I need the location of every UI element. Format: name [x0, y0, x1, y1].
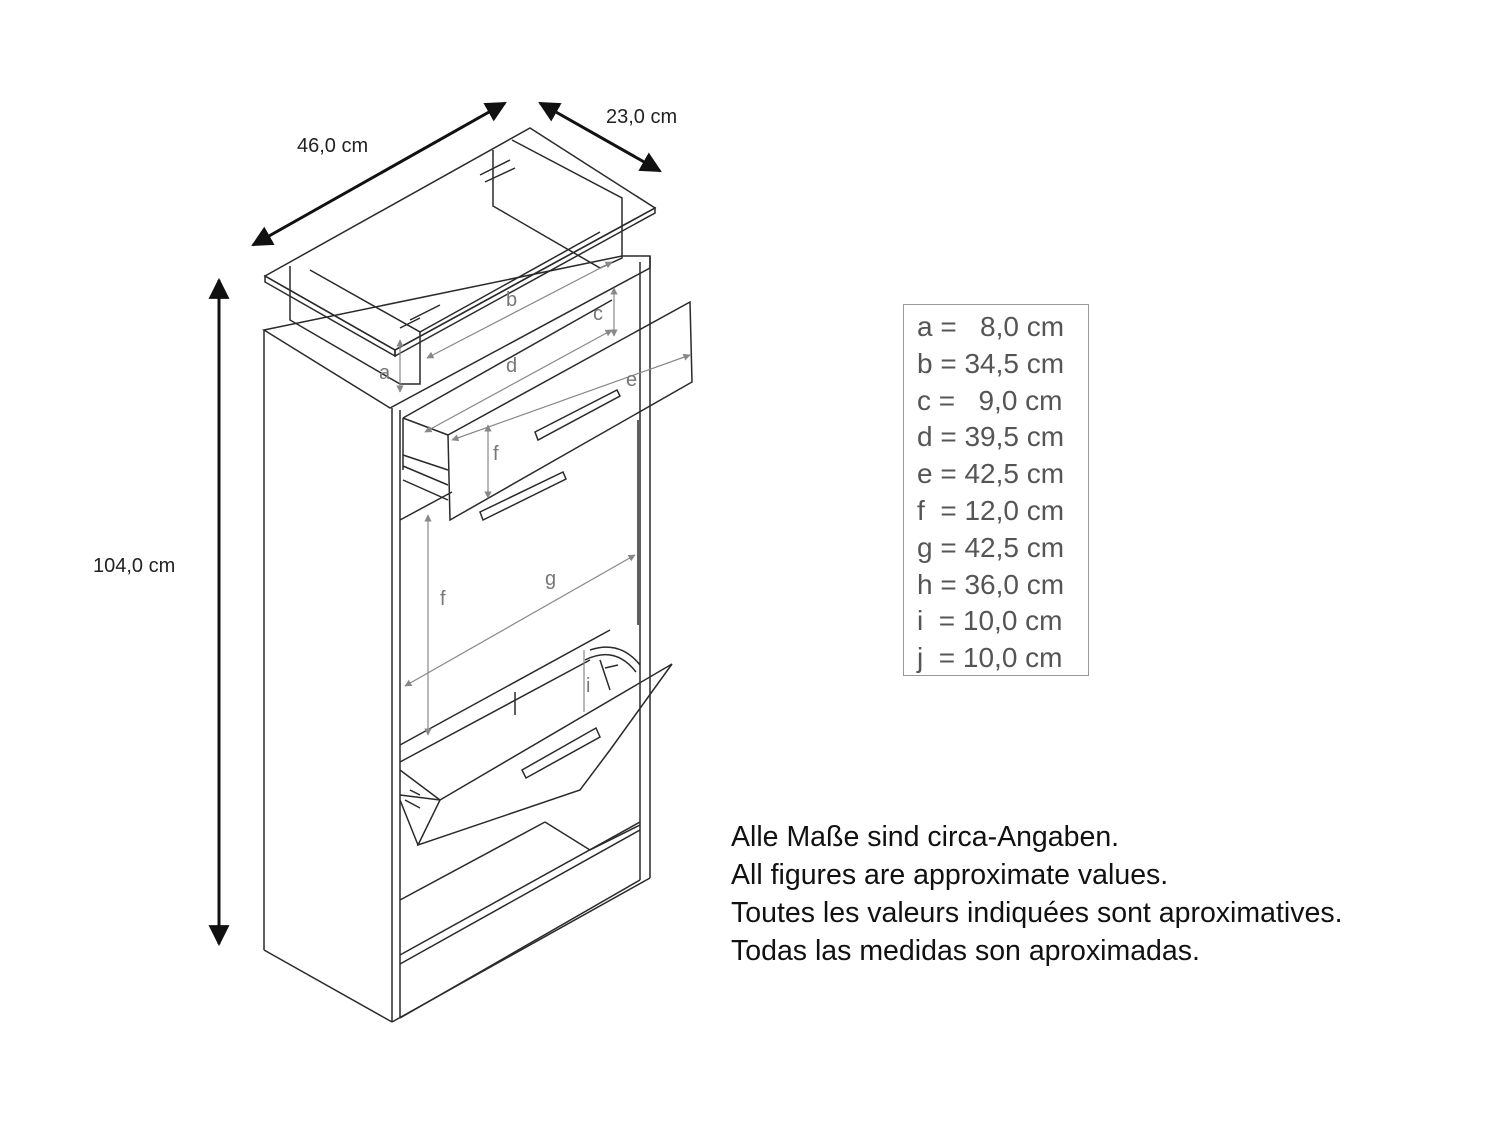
note-spanish: Todas las medidas son aproximadas.	[731, 935, 1200, 967]
note-german: Alle Maße sind circa-Angaben.	[731, 821, 1120, 853]
letter-b: b	[506, 289, 517, 311]
dimension-legend: a = 8,0 cm b = 34,5 cm c = 9,0 cm d = 39…	[903, 304, 1089, 676]
letter-f-lower: f	[440, 588, 446, 610]
legend-row-j: j = 10,0 cm	[917, 642, 1063, 674]
note-french: Toutes les valeurs indiquées sont aproxi…	[731, 897, 1343, 929]
legend-row-h: h = 36,0 cm	[917, 568, 1065, 600]
approximation-notes: Alle Maße sind circa-Angaben. All figure…	[731, 818, 1342, 970]
letter-f-upper: f	[493, 443, 499, 465]
legend-row-d: d = 39,5 cm	[917, 421, 1065, 453]
letter-e: e	[626, 369, 637, 391]
note-english: All figures are approximate values.	[731, 859, 1169, 891]
drawing-letters: a b c d e f f g i	[379, 289, 637, 697]
letter-c: c	[593, 303, 603, 325]
legend-row-b: b = 34,5 cm	[917, 347, 1065, 379]
legend-row-g: g = 42,5 cm	[917, 531, 1065, 563]
width-arrow	[251, 101, 507, 247]
letter-a: a	[379, 362, 391, 384]
inner-dimension-lines	[396, 261, 691, 736]
letter-d: d	[506, 355, 517, 377]
legend-row-e: e = 42,5 cm	[917, 458, 1065, 490]
height-label: 104,0 cm	[93, 555, 176, 577]
legend-row-c: c = 9,0 cm	[917, 384, 1063, 416]
depth-label: 23,0 cm	[606, 106, 678, 128]
letter-i: i	[586, 675, 590, 697]
width-label: 46,0 cm	[297, 135, 369, 157]
legend-row-i: i = 10,0 cm	[917, 605, 1063, 637]
letter-g: g	[545, 568, 556, 590]
depth-arrow	[538, 101, 662, 173]
legend-row-f: f = 12,0 cm	[917, 494, 1065, 526]
legend-row-a: a = 8,0 cm	[917, 311, 1065, 342]
cabinet-body	[262, 127, 693, 1023]
